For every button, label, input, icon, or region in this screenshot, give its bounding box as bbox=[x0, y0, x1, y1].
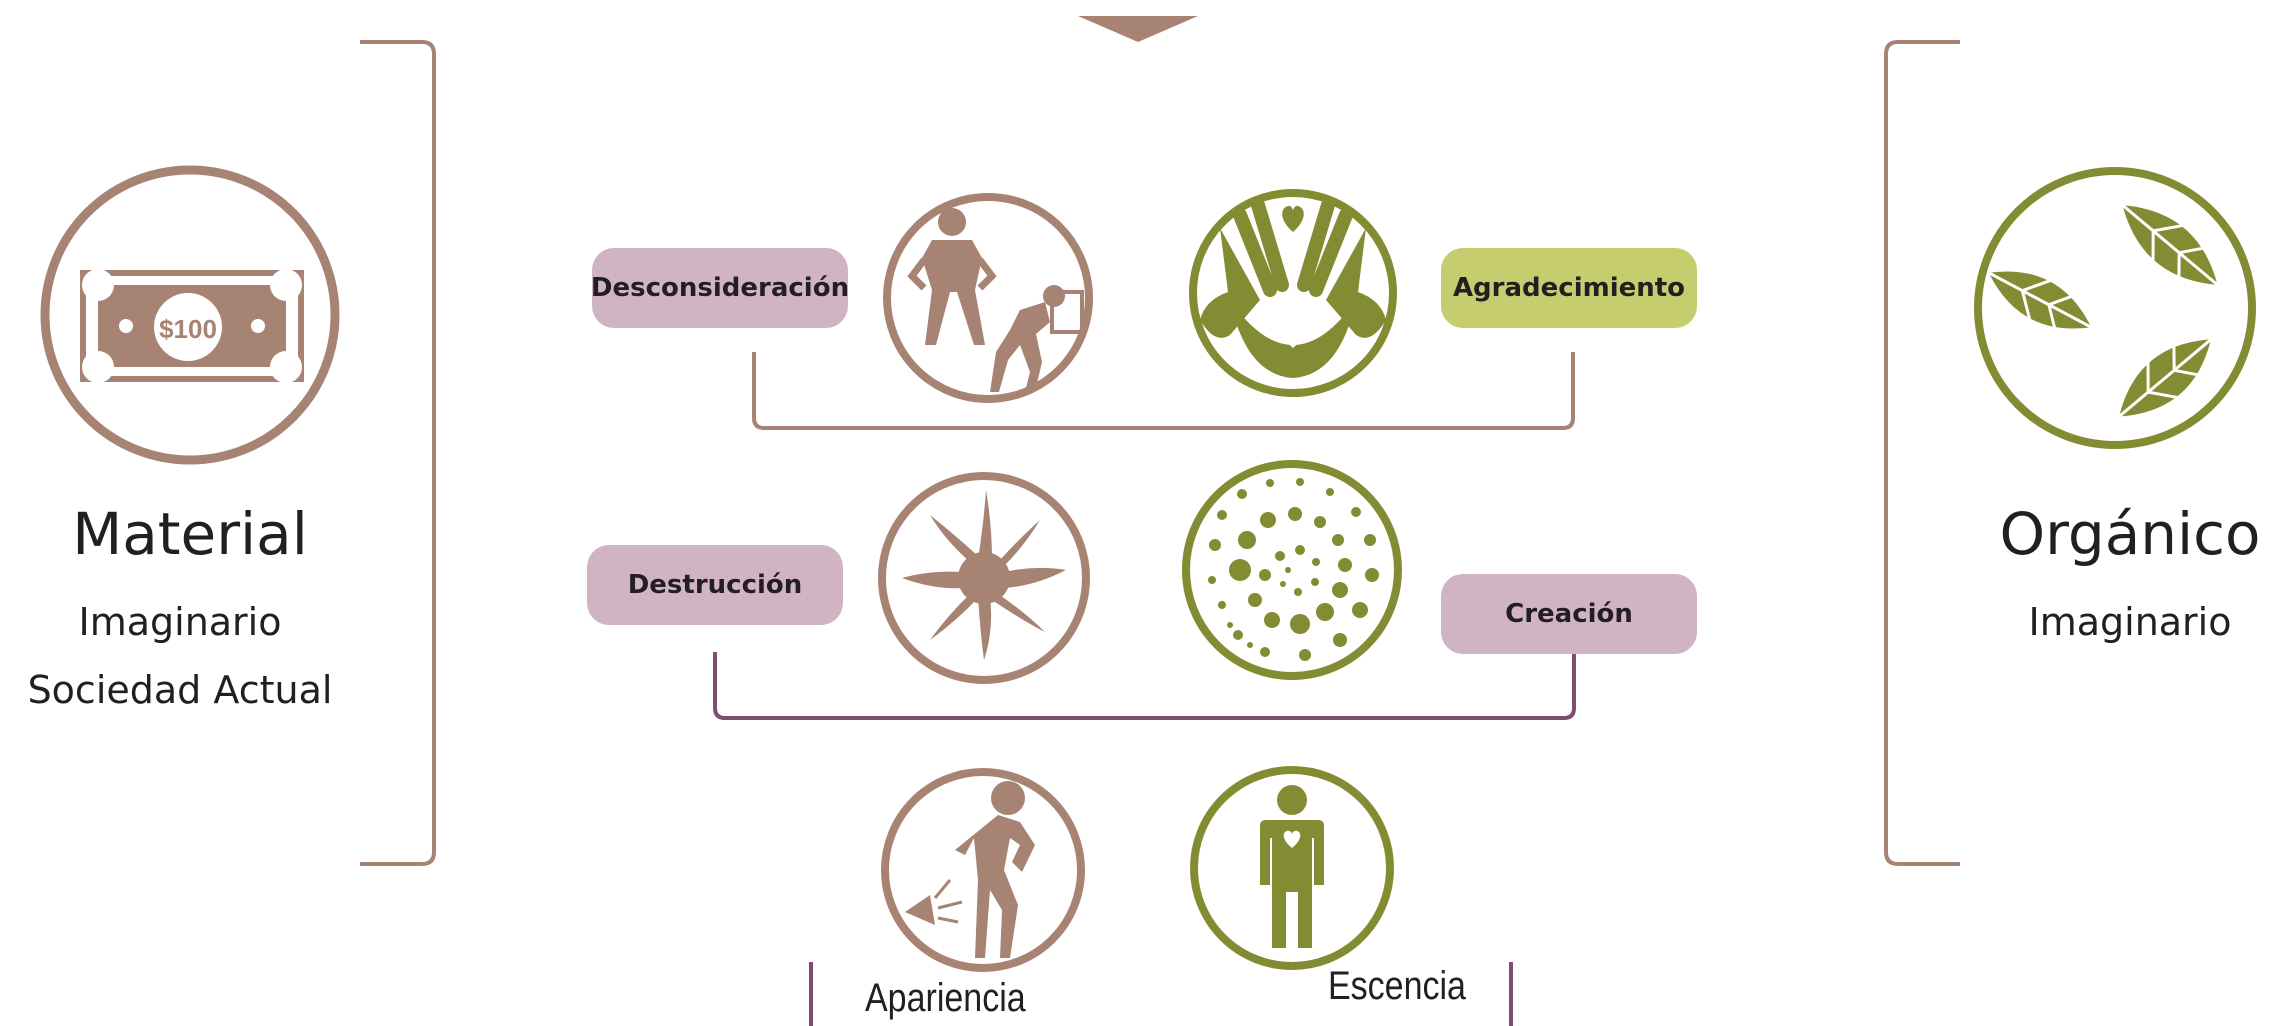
organico-title: Orgánico bbox=[1990, 500, 2270, 568]
pill-destruccion: Destrucción bbox=[587, 545, 843, 625]
caption-escencia: Escencia bbox=[1328, 964, 1466, 1009]
leaves-icon bbox=[1978, 171, 2252, 445]
caption-apariencia: Apariencia bbox=[865, 976, 1026, 1021]
material-line2: Sociedad Actual bbox=[0, 668, 360, 712]
right-bracket bbox=[1886, 42, 1960, 864]
money-bill-icon: $100 bbox=[45, 170, 335, 460]
pill-agradecimiento: Agradecimiento bbox=[1441, 248, 1697, 328]
top-arrow bbox=[1078, 16, 1198, 42]
heart-person-icon bbox=[1194, 770, 1390, 966]
hands-heart-icon bbox=[1193, 193, 1393, 393]
row2-connector bbox=[715, 652, 1574, 718]
pill-desconsideracion: Desconsideración bbox=[592, 248, 848, 328]
material-title: Material bbox=[40, 500, 340, 568]
bill-amount: $100 bbox=[159, 314, 217, 344]
burst-star-icon bbox=[882, 476, 1086, 680]
posing-figure-icon bbox=[885, 772, 1081, 968]
bully-figure-icon bbox=[887, 197, 1089, 399]
organico-line1: Imaginario bbox=[1990, 600, 2270, 644]
left-bracket bbox=[360, 42, 434, 864]
pill-creacion: Creación bbox=[1441, 574, 1697, 654]
dot-spiral-icon bbox=[1186, 464, 1398, 676]
material-line1: Imaginario bbox=[20, 600, 340, 644]
row1-connector bbox=[754, 352, 1573, 428]
